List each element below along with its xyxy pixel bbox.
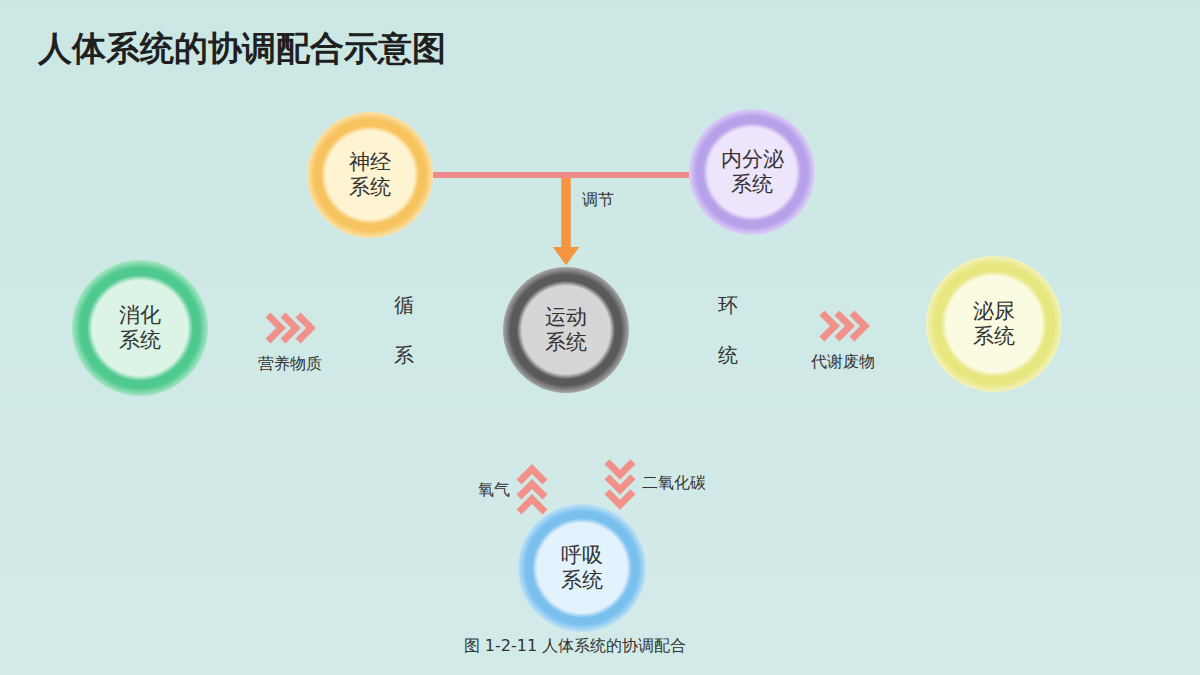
daisy-center — [1028, 618, 1057, 647]
bracket-bar — [566, 172, 689, 178]
circle-text-box: 运动 系统 — [532, 305, 599, 355]
edge-label: 氧气 — [478, 480, 510, 501]
chevron — [298, 315, 311, 341]
edge-label: 调节 — [582, 190, 614, 211]
ring-character: 统 — [718, 344, 738, 366]
daisy-petal — [1035, 631, 1068, 675]
daisy — [992, 582, 1093, 675]
regulation-shaft — [562, 178, 571, 247]
connector — [553, 175, 689, 265]
daisy-petal — [1083, 621, 1104, 653]
daisy-petal — [1083, 651, 1104, 675]
daisy-petal — [1001, 591, 1046, 636]
daisy-petal — [1069, 647, 1099, 657]
daisy-petal — [1097, 626, 1125, 654]
connector — [822, 313, 865, 339]
daisy-petal — [1015, 631, 1048, 675]
figure-caption: 图 1-2-11 人体系统的协调配合 — [330, 636, 820, 657]
chevron — [519, 484, 545, 497]
ring-character: 环 — [718, 294, 738, 316]
daisy-petal — [1074, 649, 1102, 675]
daisy-petal — [1034, 634, 1050, 675]
circle-text-box: 消化 系统 — [106, 303, 173, 353]
system-circle: 内分泌 系统 — [689, 109, 815, 235]
chevron — [607, 492, 633, 505]
daisy-petal — [992, 625, 1043, 658]
system-name: 呼吸 系统 — [548, 543, 615, 593]
slide-title: 人体系统的协调配合示意图 — [38, 26, 446, 72]
arrow-head — [553, 247, 579, 265]
daisy-petal — [1074, 626, 1102, 654]
daisy-petal — [1096, 651, 1117, 675]
rock-right — [1124, 582, 1200, 675]
daisy-petal — [1044, 624, 1092, 640]
arrow-head — [553, 247, 579, 265]
chevron — [607, 462, 633, 475]
daisy-petal — [1095, 621, 1105, 651]
connector — [268, 315, 311, 341]
chevron — [519, 499, 545, 512]
system-circle: 呼吸 系统 — [518, 504, 646, 632]
daisy-center — [1091, 643, 1109, 661]
green-tint — [930, 530, 1200, 675]
daisy-petal — [992, 605, 1043, 638]
edge-label: 代谢废物 — [811, 352, 875, 373]
system-circle: 泌尿 系统 — [926, 256, 1062, 392]
system-name: 泌尿 系统 — [960, 299, 1027, 349]
regulation-shaft — [562, 178, 571, 247]
connector — [433, 175, 579, 265]
daisy-petal — [1099, 648, 1131, 669]
connector — [519, 469, 545, 512]
daisy-petal — [1069, 635, 1101, 656]
chevron — [283, 315, 296, 341]
chevron — [607, 477, 633, 490]
daisy-petal — [1038, 591, 1083, 636]
daisy-petal — [1035, 582, 1068, 633]
daisy-petal — [1041, 605, 1092, 638]
daisy-petal — [1038, 628, 1083, 673]
circle-text-box: 呼吸 系统 — [548, 543, 615, 593]
circulation-ring: 循 环系 统 运动 系统 — [356, 190, 776, 470]
chevron — [852, 313, 865, 339]
daisy-petal — [1096, 621, 1117, 653]
system-circle: 神经 系统 — [307, 112, 433, 238]
edge-label: 二氧化碳 — [642, 473, 706, 494]
daisy-petal — [1001, 628, 1046, 673]
daisy — [1069, 621, 1132, 675]
daisy-petal — [992, 624, 1040, 640]
daisy-petal — [1015, 582, 1048, 633]
white-panel — [57, 122, 1124, 675]
edge-label: 营养物质 — [258, 354, 322, 375]
daisy-petal — [1102, 647, 1132, 657]
daisy-petal — [1095, 654, 1105, 675]
bracket-bar — [433, 172, 566, 178]
system-name: 运动 系统 — [532, 305, 599, 355]
chevron — [837, 313, 850, 339]
chevron — [519, 469, 545, 482]
circle-text-box: 泌尿 系统 — [960, 299, 1027, 349]
ring-character: 系 — [394, 344, 414, 366]
system-name: 内分泌 系统 — [718, 147, 785, 197]
system-circle: 运动 系统 — [503, 267, 629, 393]
daisy-petal — [1041, 625, 1092, 658]
daisy-petal — [1099, 635, 1131, 656]
circle-text-box: 内分泌 系统 — [718, 147, 785, 197]
ring-character: 循 — [394, 294, 414, 316]
circle-text-box: 神经 系统 — [336, 150, 403, 200]
system-name: 消化 系统 — [106, 303, 173, 353]
chevron — [268, 315, 281, 341]
connector — [607, 462, 633, 505]
rock-left — [0, 593, 57, 675]
daisy-petal — [1034, 582, 1050, 630]
system-name: 神经 系统 — [336, 150, 403, 200]
system-circle: 消化 系统 — [72, 260, 208, 396]
chevron — [822, 313, 835, 339]
daisy-petal — [1069, 648, 1101, 669]
daisy-petal — [1097, 649, 1125, 675]
